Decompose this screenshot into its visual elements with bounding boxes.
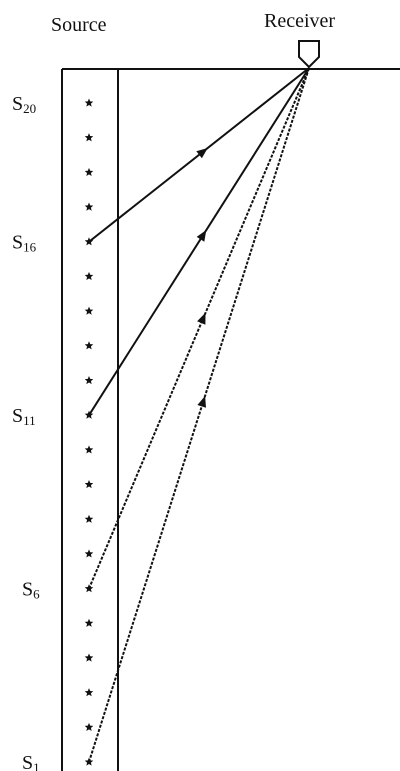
source-point-3 [84, 688, 94, 697]
source-point-9 [84, 480, 94, 489]
source-point-14 [84, 306, 94, 315]
source-label-s6: S6 [22, 579, 40, 602]
source-point-20 [84, 98, 94, 107]
receiver-header: Receiver [264, 10, 335, 32]
source-label-subscript: 20 [23, 101, 36, 116]
receiver-marker-icon [298, 40, 320, 69]
ray-from-s16 [88, 67, 310, 243]
source-point-15 [84, 271, 94, 281]
source-point-18 [84, 167, 94, 177]
source-label-s11: S11 [12, 405, 36, 428]
source-label-subscript: 1 [33, 760, 40, 771]
ray-from-s1 [88, 67, 310, 763]
source-point-17 [84, 202, 94, 211]
source-point-4 [84, 653, 94, 662]
source-label-s16: S16 [12, 232, 37, 255]
source-point-2 [84, 722, 94, 731]
ray-paths [88, 67, 310, 763]
source-label-subscript: 6 [33, 587, 40, 602]
ray-arrowhead-icon [197, 312, 206, 325]
source-point-10 [84, 445, 94, 454]
ray-arrowhead-icon [196, 148, 208, 159]
source-label-subscript: 11 [23, 413, 36, 428]
ray-arrowhead-icon [196, 230, 207, 242]
source-points [84, 98, 94, 766]
source-label-s1: S1 [22, 752, 40, 771]
ray-arrowhead-icon [197, 395, 206, 408]
source-point-19 [84, 133, 94, 142]
source-point-8 [84, 514, 94, 523]
source-point-13 [84, 341, 94, 350]
source-point-5 [84, 618, 94, 627]
source-header: Source [51, 14, 107, 36]
ray-from-s6 [88, 67, 310, 589]
source-label-subscript: 16 [23, 240, 37, 255]
source-point-7 [84, 549, 94, 558]
source-point-12 [84, 375, 94, 385]
ray-from-s11 [88, 67, 310, 416]
source-label-s20: S20 [12, 93, 36, 116]
